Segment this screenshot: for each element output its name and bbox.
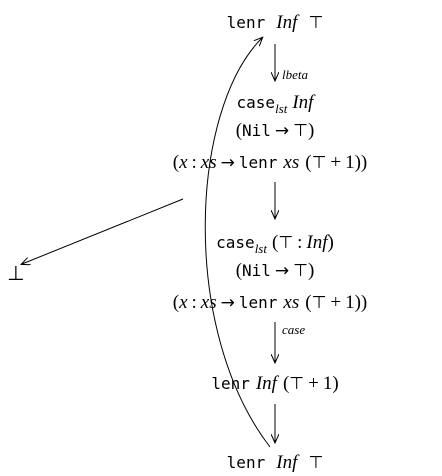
label-case: case: [282, 322, 305, 337]
top-symbol: ⊤: [312, 153, 327, 173]
inf-arg: Inf: [255, 373, 280, 394]
top-symbol: ⊤: [309, 13, 324, 33]
arrow-symbol: →: [221, 153, 235, 173]
subscript-lst: lst: [275, 101, 288, 116]
top-symbol: ⊤: [312, 293, 327, 313]
top-symbol: ⊤: [289, 374, 304, 394]
subscript-lst: lst: [255, 241, 268, 256]
top-symbol: ⊤: [293, 121, 308, 141]
keyword-lenr: lenr: [211, 374, 250, 393]
inf-arg: Inf: [305, 232, 330, 253]
term-5: lenr Inf ⊤: [227, 452, 324, 473]
arrow-symbol: →: [275, 121, 289, 141]
term-1: lenr Inf ⊤: [227, 12, 324, 33]
constructor-nil: Nil: [242, 121, 271, 140]
keyword-lenr: lenr: [239, 293, 278, 312]
top-symbol: ⊤: [278, 233, 293, 253]
constructor-nil: Nil: [242, 261, 271, 280]
keyword-lenr: lenr: [239, 153, 278, 172]
term-3-alt-nil: (Nil→⊤): [236, 260, 315, 281]
bottom-symbol: ⊥: [7, 261, 24, 285]
top-symbol: ⊤: [309, 453, 324, 473]
term-2-alt-nil: (Nil→⊤): [236, 120, 315, 141]
arrow-symbol: →: [221, 293, 235, 313]
top-symbol: ⊤: [293, 261, 308, 281]
keyword-lenr: lenr: [227, 13, 266, 32]
arrow-symbol: →: [275, 261, 289, 281]
inf-arg: Inf: [275, 452, 300, 473]
arrow-to-bottom: [22, 198, 184, 264]
keyword-lenr: lenr: [227, 453, 266, 472]
keyword-case: case: [216, 233, 255, 252]
inf-arg: Inf: [275, 12, 300, 33]
inf-arg: Inf: [291, 92, 316, 113]
term-3-head: caselst(⊤:Inf): [216, 232, 334, 256]
label-lbeta: lbeta: [282, 67, 308, 82]
arrow-cycle: [204, 38, 271, 448]
keyword-case: case: [237, 93, 276, 112]
